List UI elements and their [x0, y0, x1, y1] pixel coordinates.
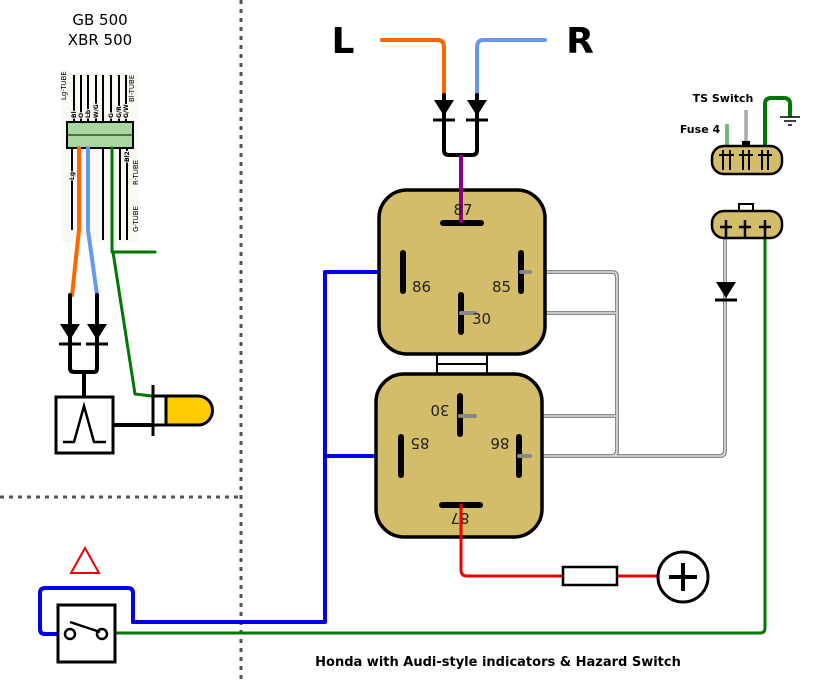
harness-label: Bl2: [124, 151, 131, 162]
fuse4-label: Fuse 4: [680, 123, 721, 136]
relay-upper-pin-87: 87: [453, 201, 472, 219]
ts-switch-label: TS Switch: [693, 92, 754, 105]
connector-upper: [710, 141, 784, 176]
diode-pair-top: [433, 93, 488, 157]
harness-label: G: [108, 113, 115, 118]
diode-pair-left: [59, 293, 108, 399]
ground-wire: [763, 96, 792, 152]
fuse: [561, 565, 619, 587]
relay-lower-pin-30: 30: [430, 401, 449, 419]
harness-label: W/G: [93, 104, 100, 118]
right-indicator-label: R: [566, 21, 594, 62]
hazard-triangle-icon: [69, 545, 101, 574]
caption: Honda with Audi-style indicators & Hazar…: [315, 655, 681, 670]
model-label-2: XBR 500: [68, 31, 132, 49]
ground-icon: [780, 116, 800, 126]
harness-label: Lg-TUBE: [60, 71, 68, 100]
battery-positive-icon: [656, 550, 710, 604]
left-indicator-label: L: [332, 21, 355, 62]
indicator-bulb: [151, 385, 214, 436]
hazard-switch[interactable]: [56, 603, 117, 664]
harness-label: Lg: [69, 172, 76, 180]
red-power-wire: [459, 503, 659, 578]
light-blue-wire: [86, 146, 99, 297]
harness-label: G-TUBE: [132, 206, 140, 232]
flasher-unit: [54, 395, 115, 455]
harness-label: G/R: [116, 106, 123, 118]
diode-right: [715, 282, 737, 302]
green-wire: [110, 146, 157, 398]
harness-label: Bl-TUBE: [128, 75, 136, 102]
green-ground-wire: [113, 226, 767, 635]
relay-upper-pin-86: 86: [412, 278, 431, 296]
relay-upper-pin-30: 30: [472, 310, 491, 328]
harness-label: Lb: [85, 109, 92, 118]
harness-label: R-TUBE: [132, 160, 140, 185]
harness-label: O: [78, 113, 85, 118]
left-indicator-wire: [380, 38, 446, 97]
right-indicator-wire: [475, 38, 547, 97]
harness-label: Bl: [71, 111, 78, 118]
relay-lower-pin-86: 86: [490, 434, 509, 452]
model-label-1: GB 500: [72, 11, 127, 29]
relay-upper: 87 86 85 30: [377, 155, 547, 356]
blue-wire: [131, 270, 405, 624]
harness-schematic: Lg-TUBE Bl-TUBE R-TUBE G-TUBE Bl O Lb W/…: [60, 71, 140, 243]
orange-wire: [70, 146, 81, 297]
relay-lower-pin-85: 85: [410, 434, 429, 452]
connector-lower: [710, 203, 784, 240]
relay-lower: 30 85 86 87: [374, 372, 544, 539]
relay-upper-pin-85: 85: [492, 278, 511, 296]
harness-label: G/W: [123, 104, 130, 118]
